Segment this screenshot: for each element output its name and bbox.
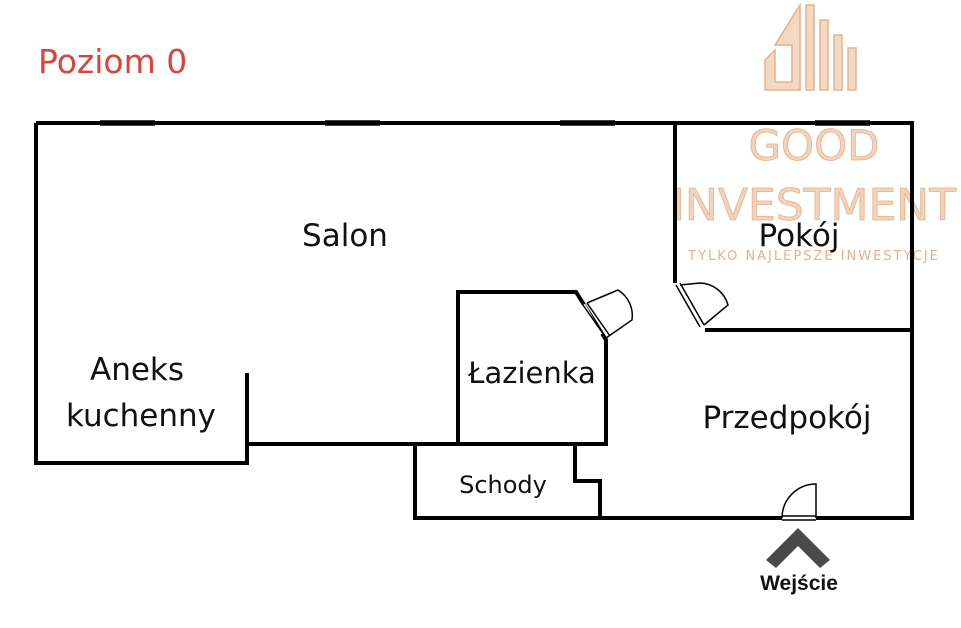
company-logo: GOOD INVESTMENT TYLKO NAJLEPSZE INWESTYC… [672,2,957,264]
door-bedroom [675,282,729,328]
kitchen-wall [34,123,249,465]
bedroom-wall [673,123,912,332]
door-entrance [781,483,817,521]
logo-line2: INVESTMENT [672,180,956,231]
label-aneks-line2: kuchenny [66,398,216,434]
label-schody: Schody [459,471,547,499]
walls [34,121,914,520]
level-title: Poziom 0 [38,42,188,81]
stairs-wall [415,442,602,518]
entrance-arrow-icon [766,528,830,568]
label-salon: Salon [302,218,388,254]
logo-tagline: TYLKO NAJLEPSZE INWESTYCJE [687,249,940,264]
door-bathroom [580,289,634,339]
label-aneks-line1: Aneks [90,352,184,388]
windows [100,120,870,126]
logo-line1: GOOD [748,121,879,170]
label-przedpokoj: Przedpokój [703,400,872,436]
logo-mark [764,2,857,91]
label-lazienka: Łazienka [467,356,596,390]
entrance-label: Wejście [760,572,838,595]
outer-wall [36,121,914,520]
label-pokoj: Pokój [759,218,840,254]
